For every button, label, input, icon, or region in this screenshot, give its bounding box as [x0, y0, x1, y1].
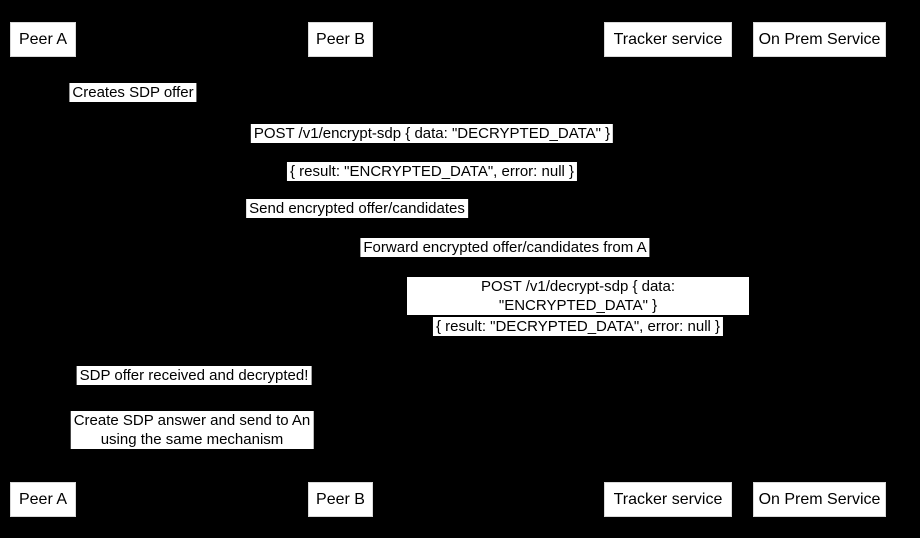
- message-create-sdp-answer: Create SDP answer and send to An using t…: [70, 411, 314, 449]
- message-forward-encrypted-offer: Forward encrypted offer/candidates from …: [360, 238, 650, 257]
- participant-peer-b-top: Peer B: [308, 22, 373, 57]
- message-post-encrypt-sdp: POST /v1/encrypt-sdp { data: "DECRYPTED_…: [250, 124, 614, 143]
- message-creates-sdp-offer: Creates SDP offer: [69, 83, 197, 102]
- message-sdp-offer-received: SDP offer received and decrypted!: [76, 366, 312, 385]
- participant-tracker-service-bottom: Tracker service: [604, 482, 732, 517]
- message-post-decrypt-sdp: POST /v1/decrypt-sdp { data: "ENCRYPTED_…: [407, 277, 749, 315]
- message-result-decrypted-data: { result: "DECRYPTED_DATA", error: null …: [432, 317, 724, 336]
- participant-on-prem-service-bottom: On Prem Service: [753, 482, 886, 517]
- participant-tracker-service-top: Tracker service: [604, 22, 732, 57]
- message-send-encrypted-offer: Send encrypted offer/candidates: [246, 199, 468, 218]
- participant-peer-b-bottom: Peer B: [308, 482, 373, 517]
- participant-peer-a-bottom: Peer A: [10, 482, 76, 517]
- participant-on-prem-service-top: On Prem Service: [753, 22, 886, 57]
- message-result-encrypted-data: { result: "ENCRYPTED_DATA", error: null …: [286, 162, 578, 181]
- participant-peer-a-top: Peer A: [10, 22, 76, 57]
